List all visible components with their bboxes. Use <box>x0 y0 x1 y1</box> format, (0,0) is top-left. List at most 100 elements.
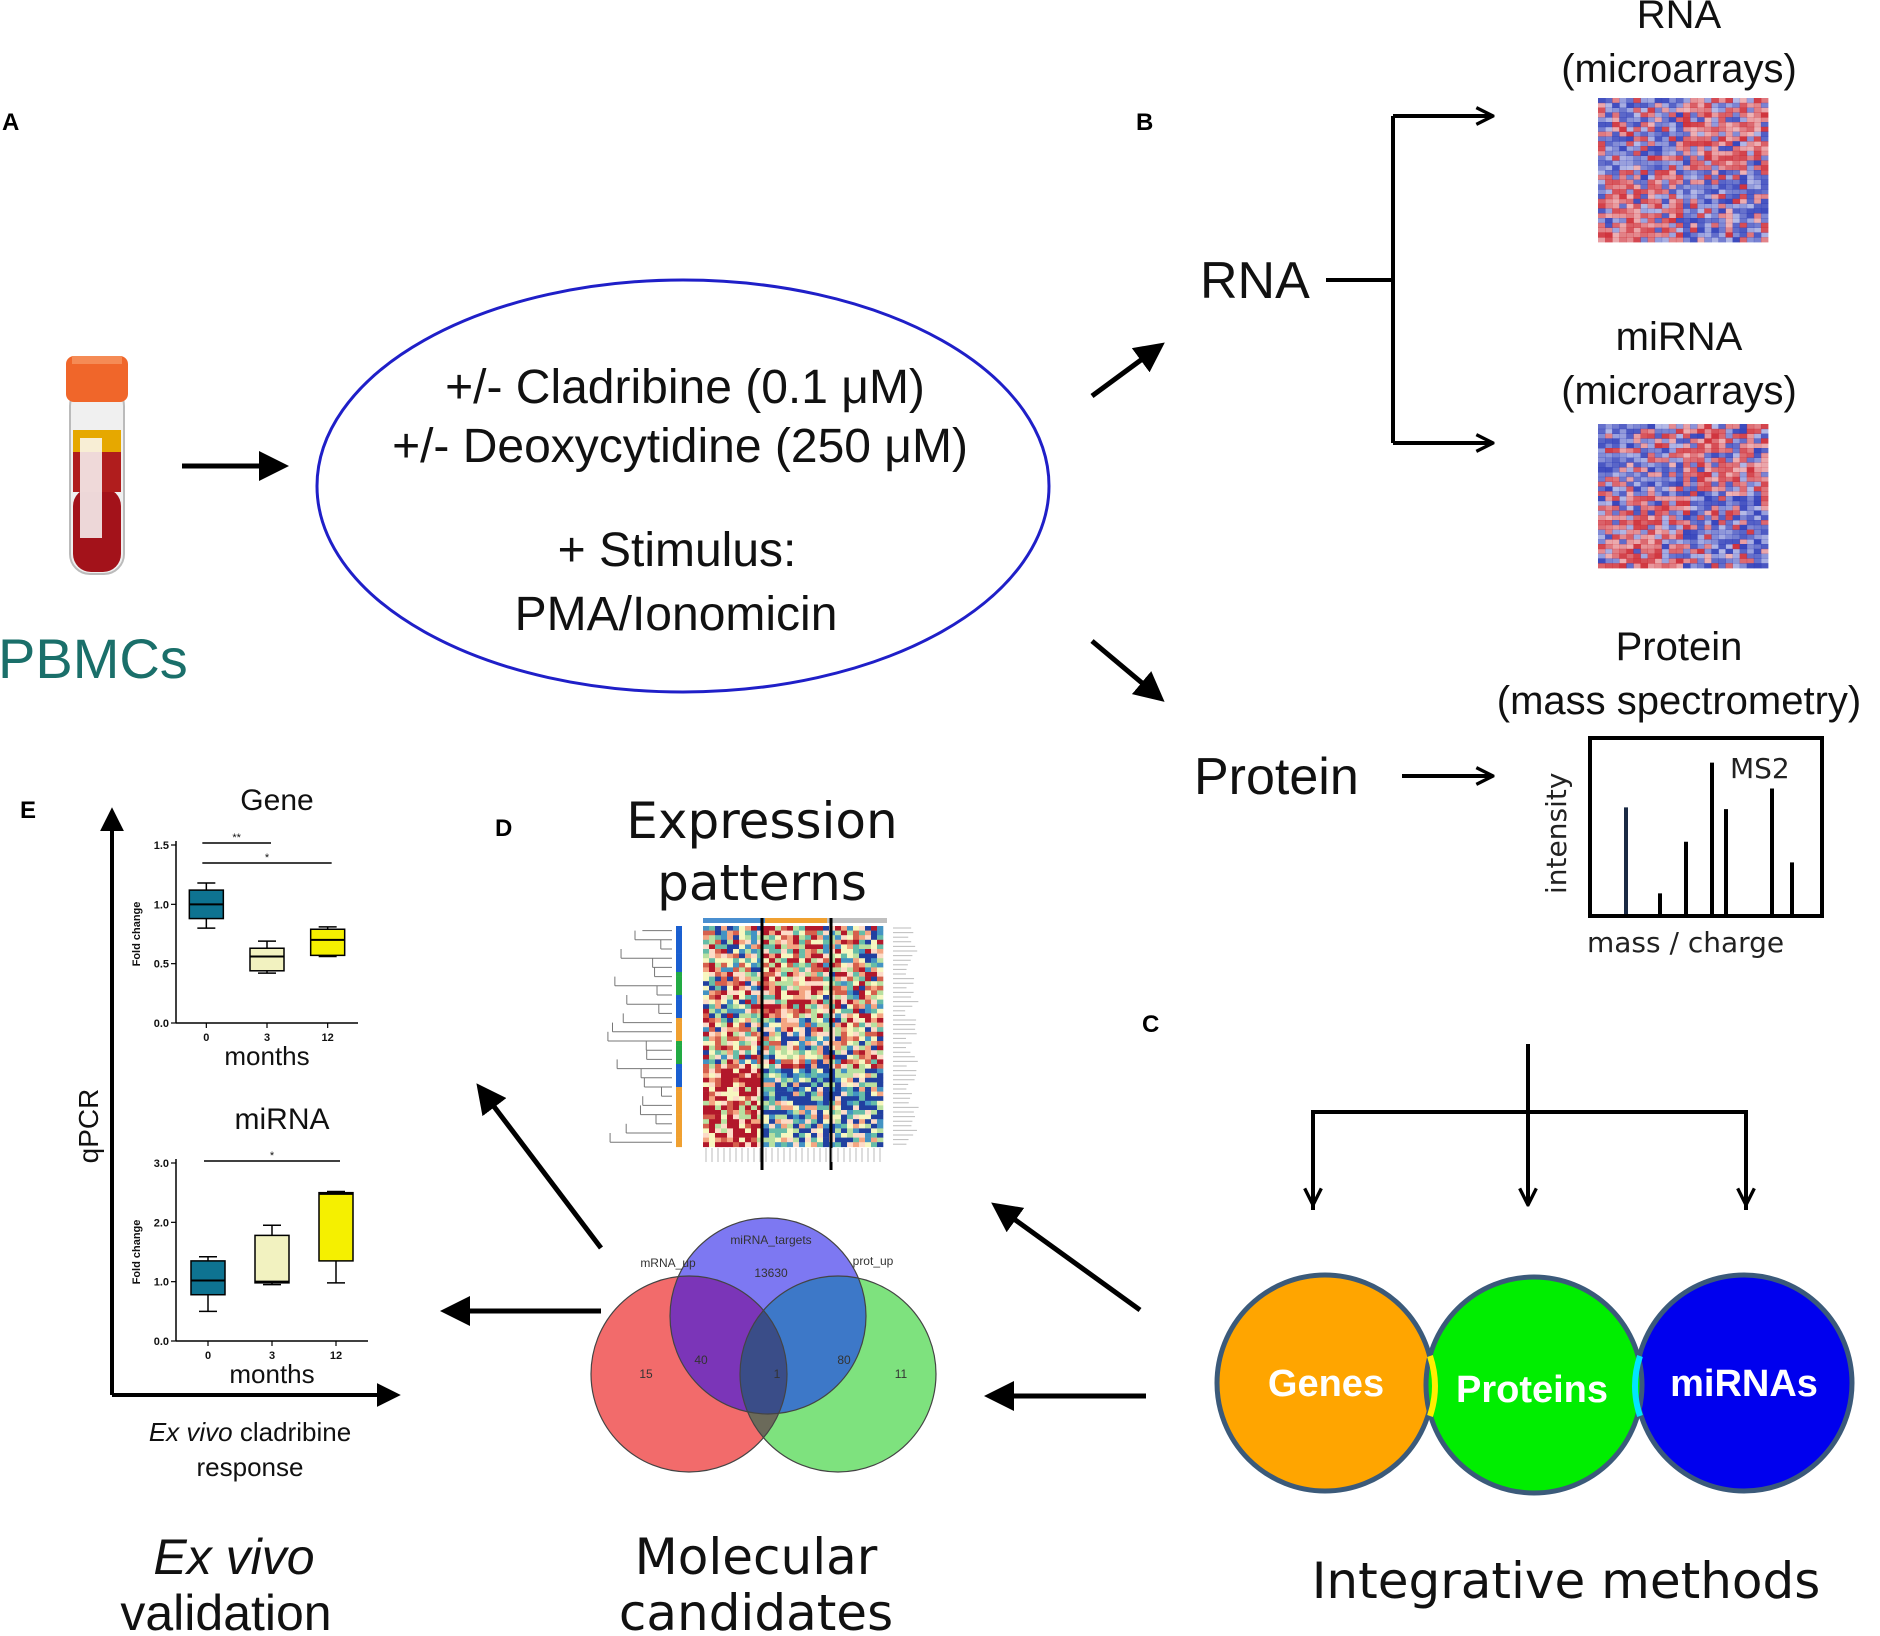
heatmap-cell <box>1711 558 1719 564</box>
heatmap-cell <box>721 1087 728 1092</box>
heatmap-cell <box>1732 491 1741 497</box>
heatmap-cell <box>1640 98 1648 104</box>
heatmap-cell <box>823 1137 830 1143</box>
heatmap-cell <box>1605 165 1613 171</box>
heatmap-cell <box>859 930 866 936</box>
heatmap-cell <box>871 1064 878 1069</box>
heatmap-cell <box>1661 548 1670 554</box>
heatmap-cell <box>709 1054 716 1060</box>
heatmap-cell <box>757 1004 764 1010</box>
heatmap-cell <box>751 1027 758 1033</box>
heatmap-cell <box>1690 534 1698 540</box>
heatmap-cell <box>727 1022 734 1028</box>
heatmap-cell <box>1647 563 1656 569</box>
heatmap-cell <box>727 953 734 959</box>
heatmap-cell <box>877 1133 884 1138</box>
heatmap-cell <box>1690 491 1698 497</box>
heatmap-cell <box>1718 165 1726 171</box>
heatmap-cell <box>859 1133 866 1138</box>
heatmap-cell <box>1605 189 1613 195</box>
heatmap-cell <box>721 962 728 968</box>
heatmap-cell <box>1668 505 1677 511</box>
heatmap-cell <box>1746 544 1755 550</box>
heatmap-cell <box>1675 160 1684 166</box>
heatmap-cell <box>853 1041 860 1046</box>
heatmap-cell <box>811 1022 818 1028</box>
heatmap-cell <box>775 1054 782 1060</box>
heatmap-cell <box>745 1004 752 1010</box>
heatmap-cell <box>1675 146 1684 152</box>
heatmap-cell <box>703 1050 710 1056</box>
heatmap-cell <box>757 1027 764 1033</box>
heatmap-cell <box>1690 520 1698 526</box>
heatmap-cell <box>1725 184 1733 190</box>
heatmap-cell <box>769 1077 776 1083</box>
heatmap-cell <box>859 1123 866 1129</box>
heatmap-cell <box>859 1004 866 1010</box>
heatmap-cell <box>1626 510 1634 516</box>
heatmap-cell <box>1760 505 1769 511</box>
heatmap-cell <box>1668 433 1677 439</box>
heatmap-cell <box>733 1100 740 1106</box>
heatmap-cell <box>1626 462 1634 468</box>
heatmap-cell <box>781 1087 788 1092</box>
heatmap-cell <box>757 953 764 959</box>
heatmap-cell <box>739 1059 746 1065</box>
heatmap-cell <box>703 1096 710 1102</box>
heatmap-cell <box>715 972 722 977</box>
heatmap-cell <box>703 962 710 968</box>
heatmap-cell <box>823 1064 830 1069</box>
heatmap-cell <box>715 1123 722 1129</box>
heatmap-cell <box>1605 150 1613 156</box>
heatmap-cell <box>733 935 740 941</box>
heatmap-cell <box>1739 131 1748 137</box>
heatmap-cell <box>709 1018 716 1023</box>
heatmap-cell <box>871 1059 878 1065</box>
row-annotation <box>676 1119 682 1125</box>
heatmap-cell <box>1704 102 1712 108</box>
heatmap-cell <box>793 949 800 954</box>
heatmap-cell <box>1718 198 1726 204</box>
heatmap-cell <box>1718 433 1726 439</box>
heatmap-cell <box>1668 424 1677 430</box>
heatmap-cell <box>1725 510 1733 516</box>
heatmap-cell <box>763 972 770 977</box>
heatmap-cell <box>817 1059 824 1065</box>
heatmap-cell <box>1704 500 1712 506</box>
heatmap-cell <box>847 1059 854 1065</box>
heatmap-cell <box>1697 232 1705 238</box>
heatmap-cell <box>763 967 770 973</box>
heatmap-cell <box>775 1036 782 1042</box>
heatmap-cell <box>805 967 812 973</box>
heatmap-cell <box>823 972 830 977</box>
row-annotation <box>676 935 682 941</box>
treatment-line-2: +/- Deoxycytidine (250 μM) <box>392 420 968 473</box>
heatmap-cell <box>793 1036 800 1042</box>
heatmap-cell <box>823 1059 830 1065</box>
heatmap-cell <box>775 1041 782 1046</box>
heatmap-cell <box>1647 448 1656 454</box>
heatmap-cell <box>1718 486 1726 492</box>
heatmap-cell <box>1619 452 1627 458</box>
heatmap-cell <box>1697 227 1705 233</box>
heatmap-cell <box>823 1110 830 1115</box>
heatmap-cell <box>1640 170 1648 176</box>
heatmap-cell <box>871 1087 878 1092</box>
heatmap-cell <box>1626 165 1634 171</box>
heatmap-cell <box>1626 515 1634 521</box>
heatmap-cell <box>727 939 734 945</box>
heatmap-cell <box>781 1133 788 1138</box>
heatmap-cell <box>1675 198 1684 204</box>
heatmap-cell <box>1598 496 1606 502</box>
heatmap-cell <box>835 1105 842 1111</box>
heatmap-cell <box>823 1096 830 1102</box>
heatmap-cell <box>787 967 794 973</box>
heatmap-cell <box>763 1105 770 1111</box>
row-annotation <box>676 1133 682 1138</box>
heatmap-cell <box>1654 563 1663 569</box>
heatmap-cell <box>1612 472 1620 478</box>
heatmap-cell <box>1668 524 1677 530</box>
heatmap-cell <box>757 1036 764 1042</box>
heatmap-cell <box>1612 189 1620 195</box>
heatmap-cell <box>1598 160 1606 166</box>
